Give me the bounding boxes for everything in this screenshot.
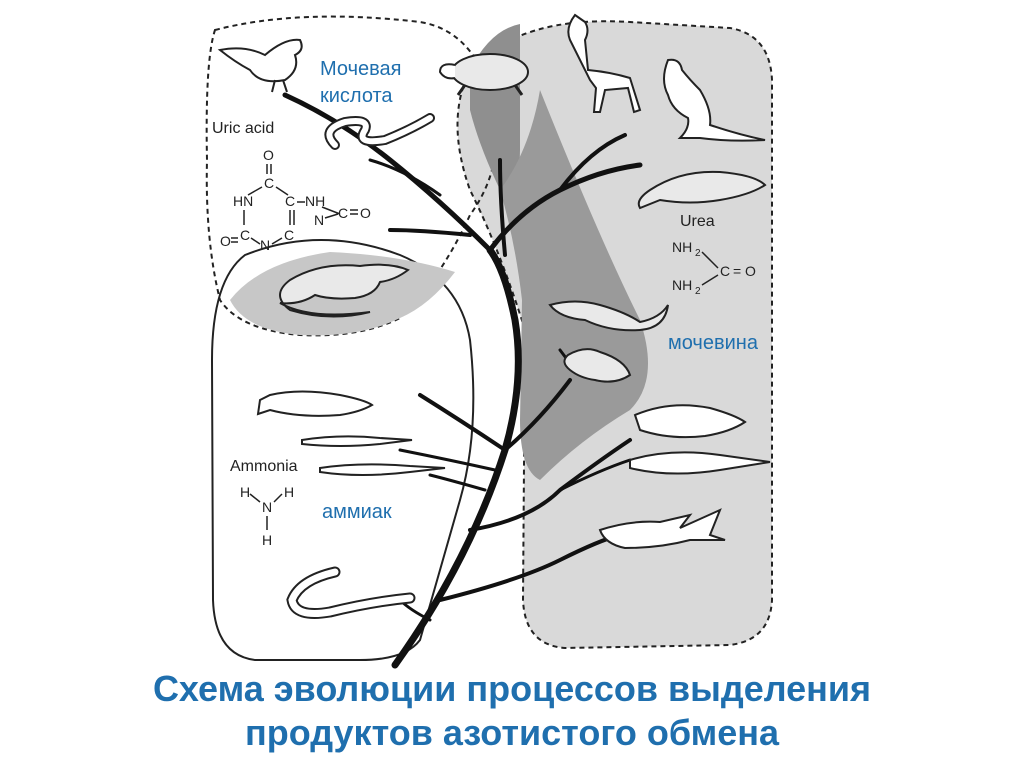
bird-icon — [220, 40, 302, 92]
title-line-2: продуктов азотистого обмена — [0, 712, 1024, 754]
title-line-1: Схема эволюции процессов выделения — [0, 668, 1024, 710]
ammonia-label-en: Ammonia — [230, 458, 298, 475]
gar-fish-icon — [302, 436, 412, 446]
svg-text:NH: NH — [672, 277, 692, 293]
urea-label-ru: мочевина — [668, 332, 759, 354]
svg-text:O: O — [745, 263, 756, 279]
svg-text:N: N — [260, 237, 270, 253]
svg-text:HN: HN — [233, 193, 253, 209]
svg-text:C: C — [338, 205, 348, 221]
svg-text:N: N — [314, 212, 324, 228]
svg-text:O: O — [220, 233, 231, 249]
svg-text:2: 2 — [695, 286, 701, 297]
svg-text:=: = — [733, 263, 741, 279]
svg-text:NH: NH — [672, 239, 692, 255]
svg-text:O: O — [360, 205, 371, 221]
uric-acid-formula: O C HN C NH N C O O C N C — [220, 147, 371, 253]
svg-text:H: H — [262, 532, 272, 548]
svg-text:O: O — [263, 147, 274, 163]
urea-label-en: Urea — [680, 213, 715, 230]
svg-text:C: C — [720, 263, 730, 279]
svg-text:N: N — [262, 499, 272, 515]
svg-text:H: H — [240, 484, 250, 500]
snake-icon — [329, 118, 430, 145]
eel-icon — [292, 572, 410, 614]
trout-icon — [258, 392, 372, 416]
uric-acid-label-ru-line1: Мочевая — [320, 58, 401, 80]
svg-text:C: C — [285, 193, 295, 209]
ammonia-formula: H N H H — [240, 484, 294, 548]
svg-text:C: C — [284, 227, 294, 243]
uric-acid-label-en: Uric acid — [212, 120, 274, 137]
svg-text:C: C — [240, 227, 250, 243]
sturgeon-icon — [320, 464, 445, 475]
svg-text:2: 2 — [695, 248, 701, 259]
svg-text:H: H — [284, 484, 294, 500]
svg-text:C: C — [264, 175, 274, 191]
ammonia-label-ru: аммиак — [322, 501, 392, 523]
uric-acid-label-ru-line2: кислота — [320, 85, 393, 107]
